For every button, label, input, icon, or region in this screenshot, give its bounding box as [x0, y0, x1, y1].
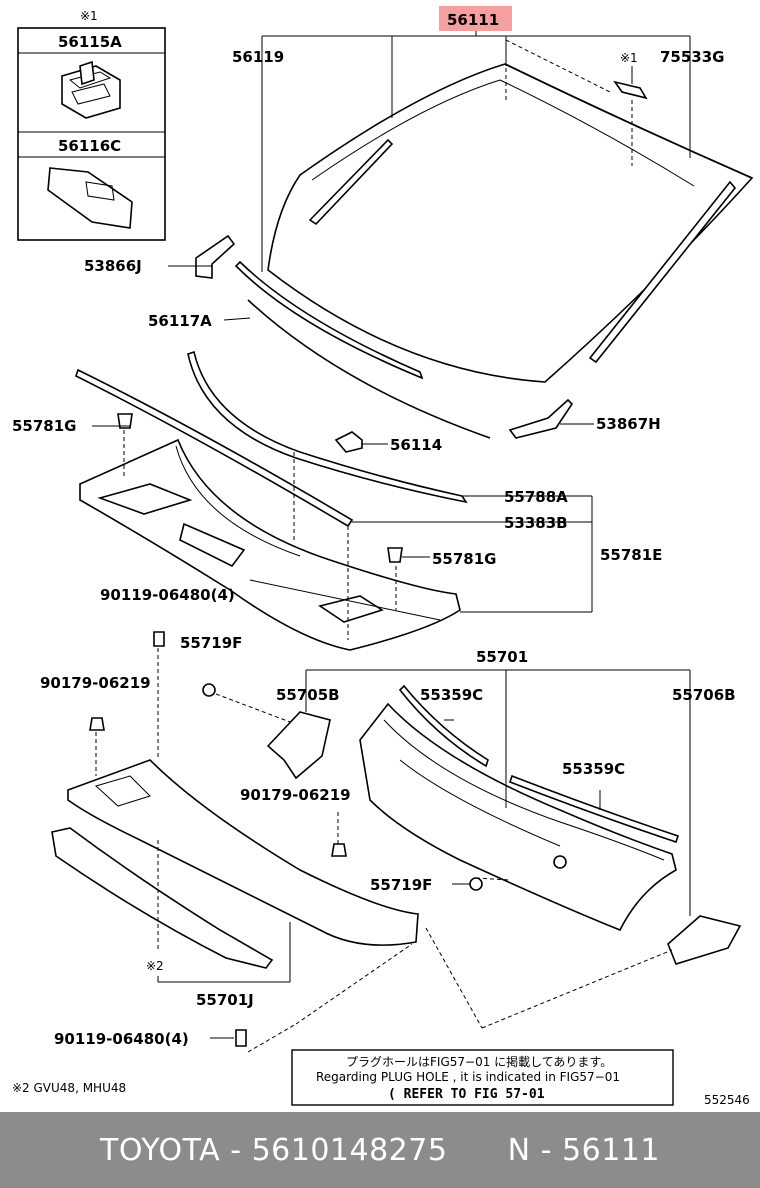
label-56114[interactable]: 56114 — [390, 436, 442, 454]
label-55359c-b[interactable]: 55359C — [562, 760, 625, 778]
clip-56114 — [334, 431, 363, 453]
label-55359c-a[interactable]: 55359C — [420, 686, 483, 704]
bracket-53866j — [195, 234, 236, 279]
windshield-glass — [267, 63, 754, 383]
bracket-53867h — [508, 398, 574, 439]
pad-56116c-part — [47, 167, 133, 229]
figure-id: 552546 — [704, 1093, 750, 1107]
label-90179-b[interactable]: 90179-06219 — [240, 786, 351, 804]
label-90119-a[interactable]: 90119-06480(4) — [100, 586, 235, 604]
cowl-panel-55701j — [51, 759, 419, 969]
footer-sep-2: - — [530, 1132, 563, 1168]
highlight-56111 — [439, 6, 512, 31]
cowl-panel-55701 — [359, 702, 677, 932]
inset-box — [17, 27, 166, 241]
label-56119[interactable]: 56119 — [232, 48, 284, 66]
footer-ref[interactable]: 56111 — [562, 1132, 660, 1168]
clip-56115a-part — [61, 60, 121, 119]
label-55788a[interactable]: 55788A — [504, 488, 568, 506]
label-55781e[interactable]: 55781E — [600, 546, 662, 564]
note-line-en: Regarding PLUG HOLE , it is indicated in… — [316, 1070, 620, 1084]
label-53383b[interactable]: 53383B — [504, 514, 568, 532]
seal-55359c-lower — [508, 774, 680, 844]
grommet-55719f-left — [202, 683, 216, 697]
leader-lines — [92, 30, 691, 1053]
note-box: プラグホールはFIG57−01 に掲載してあります。 Regarding PLU… — [291, 1049, 674, 1106]
part-footer-bar: TOYOTA - 5610148275 N - 56111 — [0, 1112, 760, 1188]
label-90179-a[interactable]: 90179-06219 — [40, 674, 151, 692]
label-mark1-box: ※1 — [80, 9, 98, 23]
nut-90179-left — [89, 717, 105, 731]
footer-part-number[interactable]: 5610148275 — [251, 1132, 448, 1168]
label-90119-b[interactable]: 90119-06480(4) — [54, 1030, 189, 1048]
label-55781g-a[interactable]: 55781G — [12, 417, 77, 435]
note-line-jp: プラグホールはFIG57−01 に掲載してあります。 — [346, 1054, 612, 1069]
footer-prefix: N — [507, 1132, 531, 1168]
label-mark2: ※2 — [146, 959, 164, 973]
label-55719f-a[interactable]: 55719F — [180, 634, 242, 652]
dam-strips — [234, 260, 491, 439]
seal-55359c-upper — [398, 684, 489, 768]
bolt-90119-upper — [153, 631, 165, 647]
bolt-90119-lower — [235, 1029, 247, 1047]
cowl-louver-assembly — [79, 438, 461, 651]
note-line-ref: ( REFER TO FIG 57-01 — [388, 1087, 545, 1102]
bracket-55705b — [266, 711, 331, 780]
label-53867h[interactable]: 53867H — [596, 415, 661, 433]
label-55705b[interactable]: 55705B — [276, 686, 340, 704]
footnote-models: ※2 GVU48, MHU48 — [12, 1081, 126, 1095]
label-56116c[interactable]: 56116C — [58, 137, 121, 155]
label-75533g[interactable]: 75533G — [660, 48, 725, 66]
footer-brand: TOYOTA — [100, 1132, 221, 1168]
label-56117a[interactable]: 56117A — [148, 312, 212, 330]
footer-sep-1: - — [220, 1132, 252, 1168]
label-55781g-b[interactable]: 55781G — [432, 550, 497, 568]
part-labels: 56111 56119 ※1 75533G ※1 56115A 56116C 5… — [12, 9, 750, 1107]
label-55719f-b[interactable]: 55719F — [370, 876, 432, 894]
label-56111[interactable]: 56111 — [447, 11, 499, 29]
label-mark1-top: ※1 — [620, 51, 638, 65]
label-55701[interactable]: 55701 — [476, 648, 528, 666]
clip-55781g-upper — [117, 413, 133, 429]
label-55706b[interactable]: 55706B — [672, 686, 736, 704]
nut-90179-center — [331, 843, 347, 857]
label-53866j[interactable]: 53866J — [84, 257, 142, 275]
label-55701j[interactable]: 55701J — [196, 991, 254, 1009]
clip-55781g-lower — [387, 547, 403, 563]
grommet-55719f-right — [469, 877, 483, 891]
footer-gap — [447, 1133, 507, 1168]
bracket-55706b — [667, 915, 742, 965]
label-56115a[interactable]: 56115A — [58, 33, 122, 51]
parts-diagram: 56111 56119 ※1 75533G ※1 56115A 56116C 5… — [12, 6, 754, 1107]
